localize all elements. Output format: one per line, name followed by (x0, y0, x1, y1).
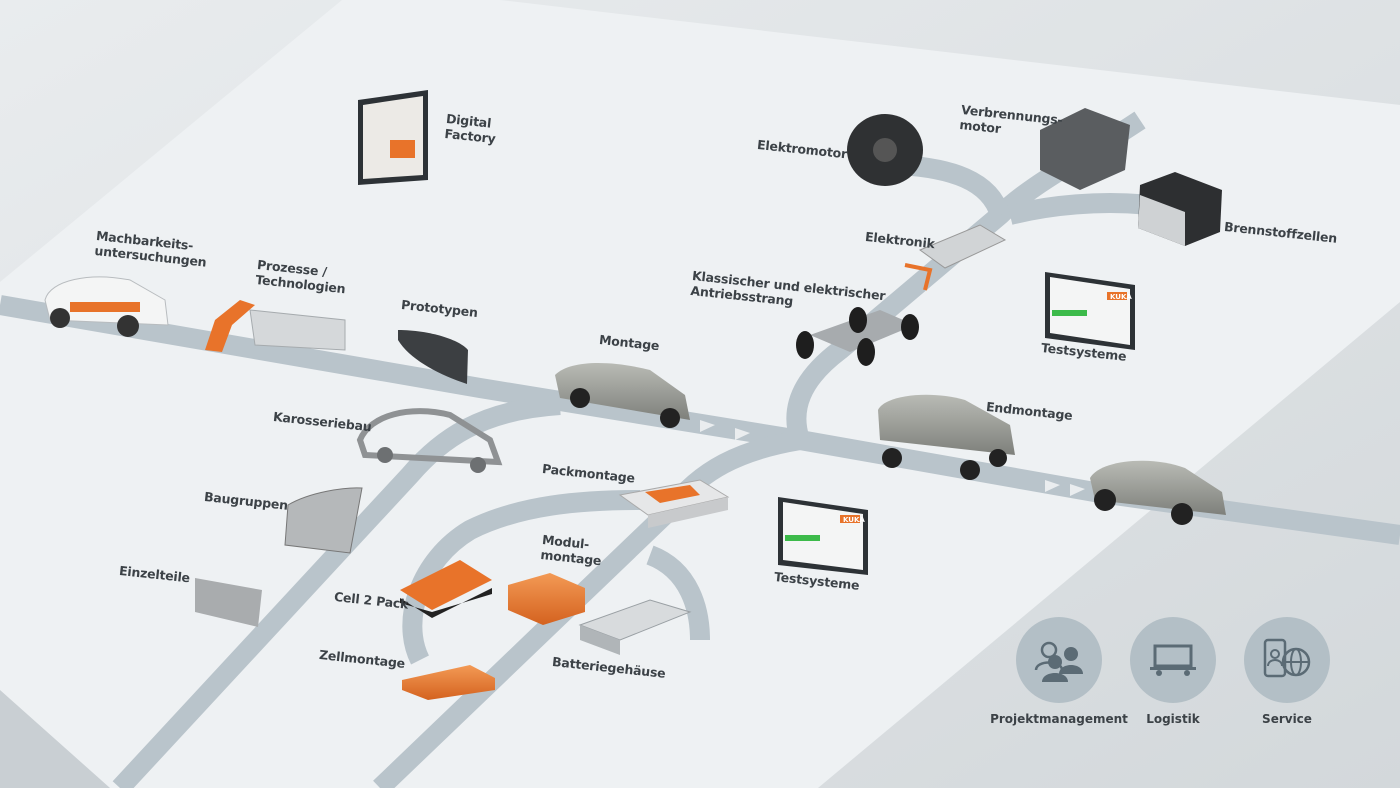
robot-cell (205, 300, 346, 352)
combustion-engine (1040, 108, 1130, 190)
feasibility-car (44, 276, 169, 337)
final-assembly-car (878, 394, 1015, 480)
door-assembly (284, 487, 363, 554)
svg-text:KUKA: KUKA (1110, 293, 1132, 301)
electronics (904, 224, 1007, 291)
cart-icon (1150, 644, 1196, 676)
phone-globe-icon (1263, 638, 1311, 678)
digital-factory-tablet (358, 90, 428, 185)
montage-car (555, 363, 690, 428)
road-karosserie (112, 395, 561, 788)
service-label-service: Service (1262, 712, 1312, 726)
module (508, 573, 585, 625)
kuka-logos: KUKA KUKA (843, 293, 1132, 524)
fuel-cell (1138, 172, 1222, 246)
flow-arrows (700, 420, 1085, 496)
chassis (796, 307, 919, 366)
road-module (645, 545, 710, 641)
service-logistik-button[interactable] (1130, 617, 1216, 703)
svg-text:KUKA: KUKA (843, 516, 865, 524)
testsystem-screen-top (1045, 272, 1135, 350)
service-label-logistik: Logistik (1146, 712, 1200, 726)
people-icon (1034, 641, 1083, 682)
cell2pack (400, 560, 492, 618)
single-part (195, 578, 262, 627)
platform-edge (0, 690, 110, 788)
body-in-white (356, 408, 503, 473)
service-projektmanagement-button[interactable] (1016, 617, 1102, 703)
prototype-panel (398, 330, 468, 384)
road-fuelcell (1007, 193, 1151, 225)
service-label-projektmanagement: Projektmanagement (990, 712, 1128, 726)
service-service-button[interactable] (1244, 617, 1330, 703)
pack-assembly (618, 479, 730, 528)
label-modulmontage: Modul-montage (539, 532, 603, 569)
testsystem-screen-bottom (778, 497, 868, 575)
finished-car (1090, 460, 1226, 525)
road-cell (402, 490, 641, 665)
battery-housing (578, 599, 692, 655)
electric-motor (847, 114, 923, 186)
cell-tray (402, 665, 495, 700)
